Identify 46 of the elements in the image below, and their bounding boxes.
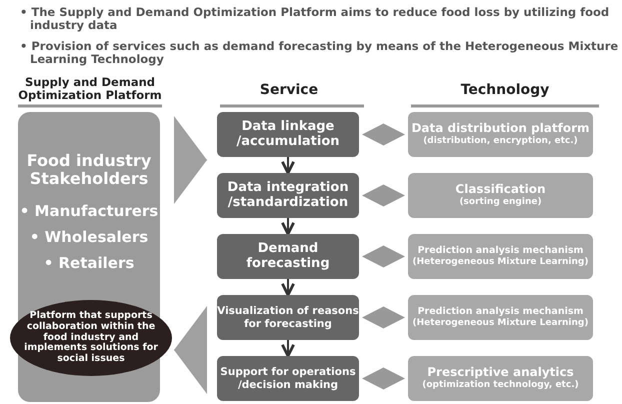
- technology-box: [408, 173, 593, 218]
- bullet-note: • Provision of services such as demand forecasting by means of the Heterogeneous Mixture Learning Technology: [20, 40, 620, 66]
- diamond-connector: [362, 368, 405, 390]
- technology-box: [408, 295, 593, 340]
- service-box: [217, 356, 359, 401]
- technology-name: Prescriptive analytics: [427, 366, 574, 380]
- arrow: [281, 157, 295, 174]
- technology-box: [408, 234, 593, 279]
- bullet-note: • The Supply and Demand Optimization Platform aims to reduce food loss by utilizing food industry data: [20, 6, 610, 32]
- diamond-connector: [362, 124, 405, 146]
- chevron-arrow: [174, 306, 207, 394]
- arrow: [281, 218, 295, 236]
- service-name: Visualization of reasons for forecasting: [217, 305, 359, 330]
- stakeholder-item: • Retailers: [44, 255, 134, 273]
- diamond-connector: [362, 306, 405, 328]
- technology-detail: (sorting engine): [459, 197, 542, 208]
- column-heading: Service: [258, 82, 320, 98]
- chevron-arrow: [174, 116, 208, 204]
- technology-box: [408, 112, 593, 157]
- column-heading: Technology: [460, 82, 550, 98]
- service-box: [217, 173, 359, 218]
- technology-name: Prediction analysis mechanism: [418, 306, 584, 318]
- service-name: Support for operations /decision making: [219, 366, 357, 391]
- service-box: [217, 112, 359, 157]
- platform-description: Platform that supports collaboration within the food industry and implements solutions for social issues: [23, 310, 159, 366]
- service-box: [217, 234, 359, 279]
- arrow: [281, 279, 295, 296]
- technology-name: Data distribution platform: [411, 122, 590, 136]
- technology-detail: (optimization technology, etc.): [422, 380, 579, 391]
- service-box: [217, 295, 359, 340]
- diamond-connector: [362, 246, 405, 268]
- diamond-connector: [362, 184, 405, 206]
- panel-heading: Food industry Stakeholders: [26, 152, 152, 189]
- arrow: [281, 340, 295, 358]
- service-name: Data integration /standardization: [226, 180, 350, 210]
- technology-name: Classification: [455, 183, 546, 197]
- column-heading: Supply and Demand Optimization Platform: [17, 76, 163, 102]
- technology-detail: (Heterogeneous Mixture Learning): [412, 318, 588, 328]
- stakeholder-item: • Wholesalers: [30, 229, 148, 246]
- service-name: Data linkage /accumulation: [235, 120, 341, 150]
- technology-name: Prediction analysis mechanism: [418, 246, 584, 257]
- service-name: Demand forecasting: [245, 242, 331, 272]
- technology-detail: (Heterogeneous Mixture Learning): [412, 256, 588, 268]
- technology-detail: (distribution, encryption, etc.): [423, 136, 578, 147]
- technology-box: [408, 356, 593, 401]
- stakeholder-item: • Manufacturers: [20, 202, 158, 220]
